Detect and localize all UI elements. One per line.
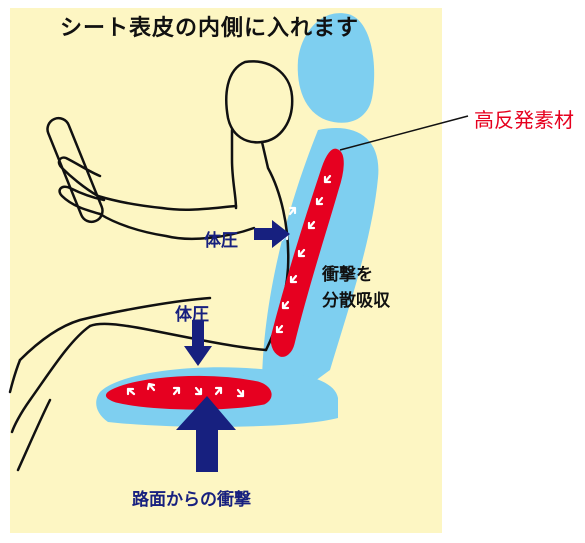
road-impact-arrow — [176, 396, 236, 472]
pressure-label-seat: 体圧 — [175, 305, 209, 325]
foam-seat-arrows — [126, 382, 245, 398]
material-pointer — [339, 115, 469, 151]
disperse-label: 衝撃を 分散吸収 — [322, 262, 412, 314]
pressure-arrow-seat — [184, 320, 212, 366]
disperse-label-line2: 分散吸収 — [322, 291, 390, 311]
diagram-title: シート表皮の内側に入れます — [60, 16, 360, 41]
road-impact-label: 路面からの衝撃 — [132, 490, 251, 510]
foam-back — [270, 148, 344, 357]
seat-headrest — [297, 13, 375, 123]
foam-seat — [106, 375, 272, 410]
material-label: 高反発素材 — [474, 108, 574, 132]
pressure-label-back: 体圧 — [204, 231, 238, 251]
steering-wheel — [46, 116, 104, 224]
disperse-label-line1: 衝撃を — [322, 265, 373, 285]
pressure-arrow-back — [254, 220, 290, 248]
